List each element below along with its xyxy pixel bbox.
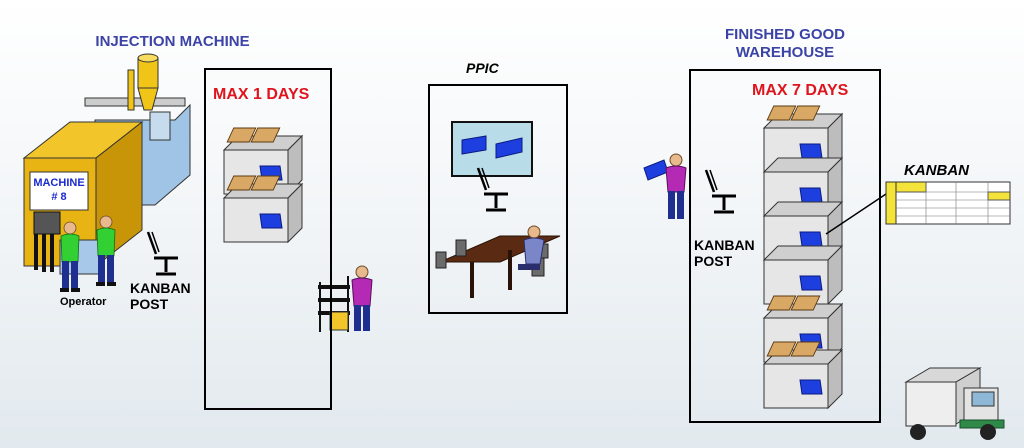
injection-kanban-post-label: KANBAN POST — [130, 280, 191, 312]
warehouse-title-line1: FINISHED GOOD — [724, 26, 845, 43]
ppic-frame — [428, 84, 568, 314]
kanban-card-illustration — [885, 181, 1011, 225]
injection-machine-title: INJECTION MACHINE — [95, 33, 250, 50]
conference-table — [435, 225, 561, 298]
kanban-pointer-line — [825, 193, 887, 235]
warehouse-title: FINISHED GOOD WAREHOUSE — [700, 26, 870, 62]
warehouse-kanban-post-line2: POST — [694, 253, 733, 269]
kanban-post-icon — [146, 230, 180, 276]
machine-label-text: MACHINE — [33, 177, 85, 189]
kanban-label: KANBAN — [904, 162, 969, 179]
ppic-screen — [451, 121, 533, 177]
machine-label: MACHINE # 8 — [30, 176, 88, 204]
warehouse-kanban-post-label: KANBAN POST — [694, 237, 755, 269]
operator-label: Operator — [60, 296, 107, 308]
warehouse-title-line2: WAREHOUSE — [735, 44, 835, 61]
buffer-frame — [204, 68, 332, 410]
machine-number: # 8 — [51, 191, 67, 203]
kanban-post-line2: POST — [130, 296, 169, 312]
warehouse-kanban-post-line1: KANBAN — [694, 237, 755, 253]
warehouse-worker — [643, 153, 687, 219]
warehouse-max-label: MAX 7 DAYS — [752, 82, 849, 99]
ppic-title: PPIC — [466, 60, 499, 76]
kanban-post-line1: KANBAN — [130, 280, 191, 296]
buffer-max-label: MAX 1 DAYS — [213, 86, 310, 103]
warehouse-frame — [689, 69, 881, 423]
truck-icon — [904, 367, 1005, 440]
cart-with-person — [318, 265, 373, 332]
